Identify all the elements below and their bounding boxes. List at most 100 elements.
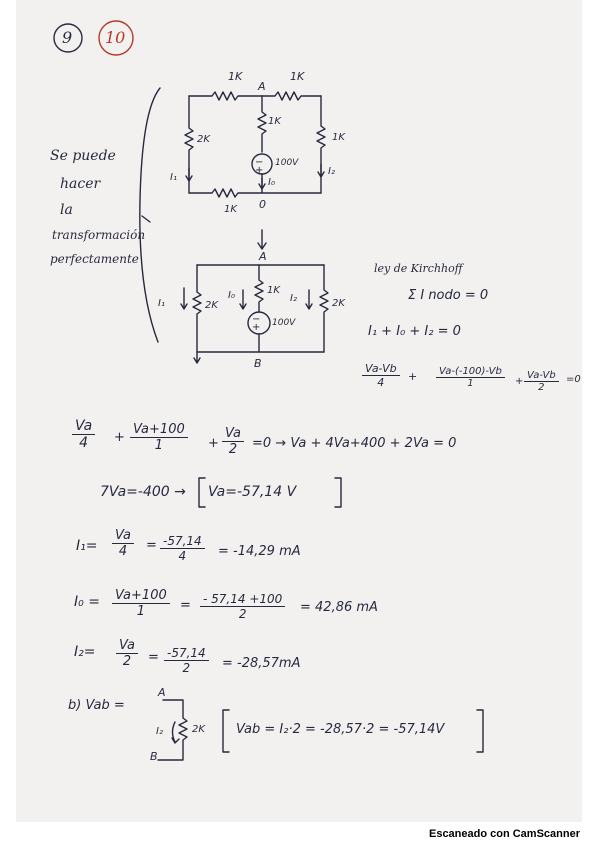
header-number-10: 10 bbox=[105, 28, 126, 47]
kirchhoff-title: ley de Kirchhoff bbox=[374, 262, 463, 275]
note-line-2: hacer bbox=[60, 176, 101, 192]
c2-r-mid: 1K bbox=[267, 285, 280, 296]
c1-r-mid: 1K bbox=[268, 116, 281, 127]
i2-eq: = bbox=[148, 650, 159, 665]
c1-source-sign-minus: − bbox=[255, 157, 264, 168]
c1-r-top-right: 1K bbox=[290, 70, 305, 83]
i0-value-num: - 57,14 +100 bbox=[200, 592, 286, 607]
c2-r-right: 2K bbox=[332, 298, 345, 309]
kirchhoff-frac-2: Va-(-100)-Vb 1 bbox=[436, 366, 505, 389]
c1-i-right: I₂ bbox=[328, 166, 335, 177]
c2-node-a: A bbox=[259, 250, 267, 263]
result-bracket-left bbox=[198, 477, 206, 508]
paper-sheet bbox=[16, 0, 582, 822]
part-b-node-a: A bbox=[158, 686, 166, 699]
i0-result: = 42,86 mA bbox=[300, 600, 378, 615]
kirchhoff-currents-eq: I₁ + I₀ + I₂ = 0 bbox=[368, 324, 461, 339]
i1-result: = -14,29 mA bbox=[218, 544, 301, 559]
kirchhoff-frac-2-den: 1 bbox=[467, 378, 474, 389]
i2-result: = -28,57mA bbox=[222, 656, 301, 671]
c2-r-left: 2K bbox=[205, 300, 218, 311]
i1-frac: Va 4 bbox=[112, 528, 135, 559]
circle-9 bbox=[53, 23, 83, 53]
i2-value-den: 2 bbox=[182, 661, 191, 675]
i1-eq: = bbox=[146, 538, 157, 553]
note-line-3: la bbox=[60, 202, 73, 218]
c2-i-right: I₂ bbox=[290, 293, 297, 304]
i0-frac-den: 1 bbox=[136, 604, 145, 619]
kirchhoff-frac-3: Va-Vb 2 bbox=[524, 370, 559, 393]
main-rhs: =0 → Va + 4Va+400 + 2Va = 0 bbox=[252, 436, 457, 451]
part-b-result: Vab = I₂·2 = -28,57·2 = -57,14V bbox=[236, 722, 445, 737]
main-frac-3-num: Va bbox=[222, 426, 245, 442]
solve-lhs: 7Va=-400 → bbox=[100, 484, 186, 500]
main-frac-3: Va 2 bbox=[222, 426, 245, 457]
note-line-1: Se puede bbox=[50, 148, 116, 164]
main-frac-1-den: 4 bbox=[79, 435, 89, 451]
i0-frac-num: Va+100 bbox=[112, 588, 170, 604]
c1-r-bottom: 1K bbox=[224, 204, 237, 215]
circuit-2 bbox=[180, 264, 329, 364]
c2-source: 100V bbox=[272, 318, 296, 328]
part-b-label: b) Vab = bbox=[68, 698, 125, 713]
c1-i-mid: I₀ bbox=[268, 177, 275, 188]
part-b-resistor: 2K bbox=[192, 724, 205, 735]
main-frac-1: Va 4 bbox=[72, 418, 96, 451]
c1-i-left: I₁ bbox=[170, 172, 177, 183]
kirchhoff-plus-1: + bbox=[408, 370, 418, 383]
main-frac-2-num: Va+100 bbox=[130, 422, 188, 438]
kirchhoff-frac-1-num: Va-Vb bbox=[362, 362, 400, 376]
i1-value-num: -57,14 bbox=[160, 534, 205, 549]
c1-node-0: 0 bbox=[259, 198, 266, 211]
note-line-4: transformación bbox=[52, 228, 146, 242]
circle-10 bbox=[98, 20, 134, 56]
i2-value-frac: -57,14 2 bbox=[164, 646, 209, 675]
i2-frac-num: Va bbox=[116, 638, 139, 654]
part-b-node-b: B bbox=[150, 750, 158, 763]
result-bracket-right bbox=[334, 477, 342, 508]
c2-node-b: B bbox=[254, 357, 262, 370]
i2-label: I₂= bbox=[74, 644, 96, 660]
kirchhoff-frac-3-den: 2 bbox=[538, 382, 545, 393]
part-b-current: I₂ bbox=[156, 726, 163, 737]
main-plus-1: + bbox=[114, 430, 125, 445]
solve-result: Va=-57,14 V bbox=[208, 484, 297, 500]
i1-value-den: 4 bbox=[178, 549, 187, 563]
i2-frac: Va 2 bbox=[116, 638, 139, 669]
header-number-9: 9 bbox=[62, 28, 73, 47]
main-frac-2-den: 1 bbox=[154, 438, 163, 453]
c1-r-left: 2K bbox=[197, 134, 210, 145]
i0-frac: Va+100 1 bbox=[112, 588, 170, 619]
bracket bbox=[139, 87, 161, 343]
i1-label: I₁= bbox=[76, 538, 98, 554]
bracket-tip bbox=[141, 215, 151, 223]
i1-frac-num: Va bbox=[112, 528, 135, 544]
i0-label: I₀ = bbox=[74, 594, 100, 610]
main-frac-3-den: 2 bbox=[228, 442, 238, 457]
c2-i-left: I₁ bbox=[158, 298, 165, 309]
i0-value-frac: - 57,14 +100 2 bbox=[200, 592, 286, 621]
kirchhoff-frac-2-num: Va-(-100)-Vb bbox=[436, 366, 505, 378]
kirchhoff-frac-1-den: 4 bbox=[377, 376, 385, 389]
kirchhoff-plus-2: + bbox=[515, 376, 524, 387]
i2-frac-den: 2 bbox=[122, 654, 132, 669]
c1-node-a: A bbox=[258, 80, 266, 93]
c1-source-sign-plus: + bbox=[255, 165, 264, 176]
note-line-5: perfectamente bbox=[50, 252, 139, 266]
main-frac-2: Va+100 1 bbox=[130, 422, 188, 453]
kirchhoff-eq-zero: =0 bbox=[566, 374, 581, 385]
main-frac-1-num: Va bbox=[72, 418, 96, 435]
c1-r-right: 1K bbox=[332, 132, 345, 143]
c1-r-top-left: 1K bbox=[228, 70, 243, 83]
c2-source-sign-plus: + bbox=[252, 322, 261, 333]
c1-source: 100V bbox=[275, 158, 299, 168]
kirchhoff-frac-1: Va-Vb 4 bbox=[362, 362, 400, 389]
main-plus-2: + bbox=[208, 436, 219, 451]
kirchhoff-sum-eq: Σ I nodo = 0 bbox=[408, 288, 489, 303]
c2-i-mid: I₀ bbox=[228, 290, 235, 301]
c2-source-sign-minus: − bbox=[252, 314, 261, 325]
i1-frac-den: 4 bbox=[118, 544, 128, 559]
kirchhoff-frac-3-num: Va-Vb bbox=[524, 370, 559, 382]
i0-value-den: 2 bbox=[238, 607, 247, 621]
